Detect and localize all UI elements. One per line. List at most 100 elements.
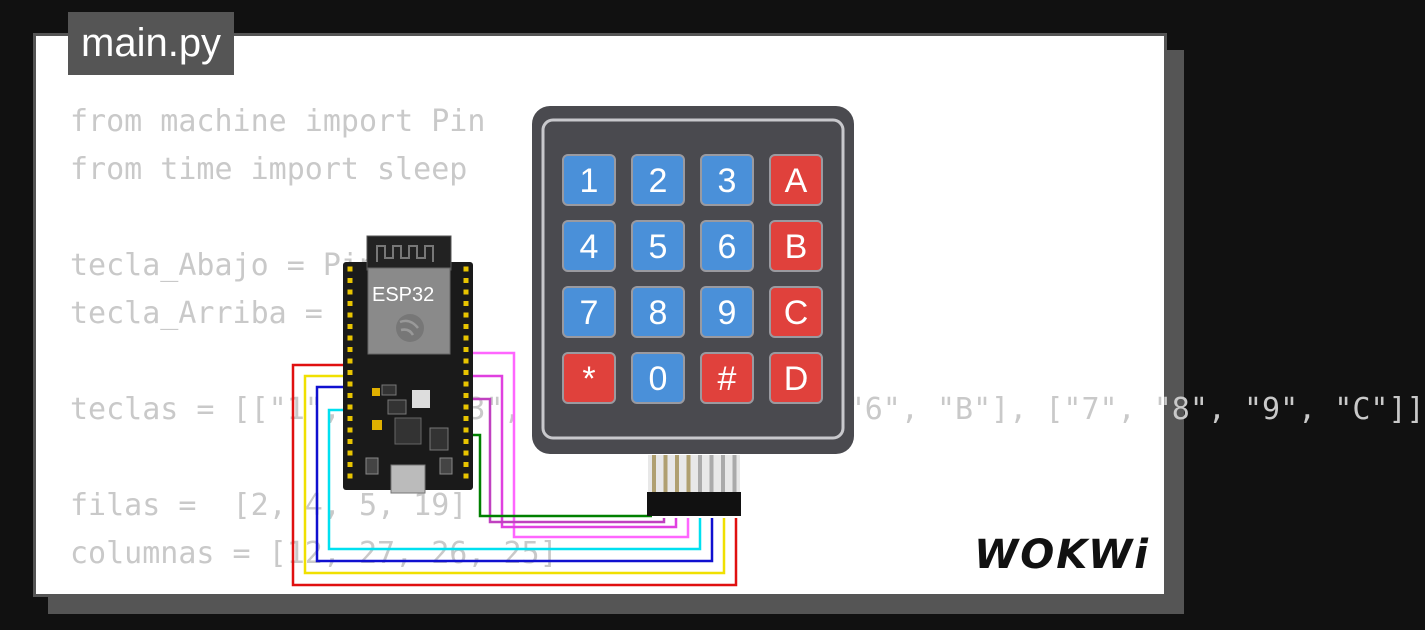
key-label: 2 xyxy=(649,162,668,200)
header-pin[interactable] xyxy=(463,347,469,352)
header-pin[interactable] xyxy=(463,312,469,318)
key-2[interactable]: 2 xyxy=(631,154,685,206)
ribbon-conductor xyxy=(698,455,702,493)
boot-button[interactable] xyxy=(439,457,453,475)
esp32-label: ESP32 xyxy=(372,284,434,306)
header-pin[interactable] xyxy=(463,324,469,329)
header-pin[interactable] xyxy=(347,312,353,318)
wire-red xyxy=(291,363,738,587)
key-label: B xyxy=(785,228,808,266)
wire-cyan xyxy=(327,408,702,551)
ribbon-conductor xyxy=(686,455,691,493)
key-label: D xyxy=(784,360,809,398)
file-tab[interactable]: main.py xyxy=(68,12,235,75)
en-button[interactable] xyxy=(365,457,379,475)
key-0[interactable]: 0 xyxy=(631,352,685,404)
ribbon-conductor xyxy=(721,455,725,493)
key-3[interactable]: 3 xyxy=(700,154,754,206)
header-pin[interactable] xyxy=(347,404,353,410)
espressif-logo-icon xyxy=(396,314,424,342)
header-pin[interactable] xyxy=(347,450,353,456)
header-pin[interactable] xyxy=(347,278,353,283)
keypad-ribbon-cable xyxy=(647,455,741,516)
key-#[interactable]: # xyxy=(700,352,754,404)
header-pin[interactable] xyxy=(463,289,469,295)
key-label: A xyxy=(785,162,808,200)
header-pin[interactable] xyxy=(463,301,469,306)
header-pin[interactable] xyxy=(347,370,353,375)
key-9[interactable]: 9 xyxy=(700,286,754,338)
header-pin[interactable] xyxy=(347,427,353,433)
usb-port xyxy=(390,464,426,494)
ribbon-conductor xyxy=(675,455,679,493)
header-pin[interactable] xyxy=(463,404,469,410)
key-label: 1 xyxy=(580,162,599,200)
header-pin[interactable] xyxy=(347,462,353,467)
key-label: # xyxy=(718,360,737,398)
header-pin[interactable] xyxy=(347,358,353,364)
ribbon-conductor xyxy=(663,455,668,493)
key-4[interactable]: 4 xyxy=(562,220,616,272)
wokwi-logo[interactable]: WOKWi xyxy=(974,532,1150,578)
code-line: from time import sleep xyxy=(70,152,468,187)
header-pin[interactable] xyxy=(347,266,353,272)
code-line: filas = [2, 4, 5, 19] xyxy=(70,488,468,523)
key-label: 9 xyxy=(718,294,737,332)
header-pin[interactable] xyxy=(347,381,353,387)
header-pin[interactable] xyxy=(463,393,469,398)
key-label: 8 xyxy=(649,294,668,332)
header-pin[interactable] xyxy=(347,416,353,421)
header-pin[interactable] xyxy=(463,381,469,387)
ribbon-conductor xyxy=(709,455,714,493)
ribbon-conductor xyxy=(652,455,656,493)
key-label: 4 xyxy=(580,228,599,266)
header-pin[interactable] xyxy=(463,278,469,283)
header-pin[interactable] xyxy=(463,450,469,456)
header-pin[interactable] xyxy=(347,301,353,306)
key-B[interactable]: B xyxy=(769,220,823,272)
key-D[interactable]: D xyxy=(769,352,823,404)
left-pin-header xyxy=(347,266,353,479)
key-A[interactable]: A xyxy=(769,154,823,206)
header-pin[interactable] xyxy=(347,324,353,329)
code-line: from machine import Pin xyxy=(70,104,486,139)
key-1[interactable]: 1 xyxy=(562,154,616,206)
wire-yellow xyxy=(303,374,726,575)
header-pin[interactable] xyxy=(463,439,469,444)
ribbon-conductor xyxy=(732,455,737,493)
header-pin[interactable] xyxy=(463,335,469,341)
wire-violet xyxy=(466,397,666,524)
key-label: 0 xyxy=(649,360,668,398)
header-pin[interactable] xyxy=(347,347,353,352)
header-pin[interactable] xyxy=(463,473,469,479)
esp32-board[interactable]: ESP32 xyxy=(343,235,473,494)
header-pin[interactable] xyxy=(463,462,469,467)
key-7[interactable]: 7 xyxy=(562,286,616,338)
header-pin[interactable] xyxy=(347,335,353,341)
header-pin[interactable] xyxy=(463,370,469,375)
header-pin[interactable] xyxy=(347,473,353,479)
key-C[interactable]: C xyxy=(769,286,823,338)
wire-pink xyxy=(466,351,690,539)
key-label: * xyxy=(582,360,595,398)
header-pin[interactable] xyxy=(347,393,353,398)
key-8[interactable]: 8 xyxy=(631,286,685,338)
key-label: 7 xyxy=(580,294,599,332)
header-pin[interactable] xyxy=(347,439,353,444)
right-pin-header xyxy=(463,266,469,479)
header-pin[interactable] xyxy=(347,289,353,295)
key-label: 5 xyxy=(649,228,668,266)
key-*[interactable]: * xyxy=(562,352,616,404)
header-pin[interactable] xyxy=(463,427,469,433)
header-pin[interactable] xyxy=(463,266,469,272)
wire-magenta xyxy=(466,374,678,529)
header-pin[interactable] xyxy=(463,416,469,421)
key-label: C xyxy=(784,294,809,332)
header-pin[interactable] xyxy=(463,358,469,364)
wire-blue xyxy=(315,385,714,563)
key-label: 6 xyxy=(718,228,737,266)
key-6[interactable]: 6 xyxy=(700,220,754,272)
key-5[interactable]: 5 xyxy=(631,220,685,272)
